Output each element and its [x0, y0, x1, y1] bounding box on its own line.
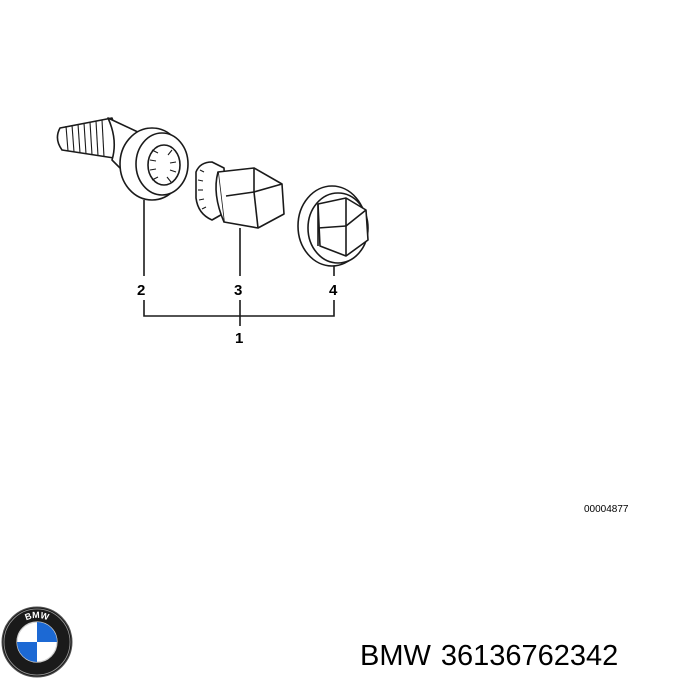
callout-4: 4 [329, 282, 338, 299]
logo-quadrant-blue-bottom [17, 642, 37, 662]
logo-lettering: BMW [23, 610, 50, 622]
part-caption: BMW 36136762342 [360, 640, 618, 673]
svg-text:BMW: BMW [23, 610, 50, 622]
bmw-logo-icon: BMW [1, 606, 73, 678]
key-adapter-illustration [195, 161, 285, 229]
brand-label: BMW [360, 640, 431, 672]
drawing-code: 00004877 [584, 504, 629, 515]
logo-quadrant-blue-top [37, 622, 57, 642]
part-number: 36136762342 [440, 640, 619, 672]
locking-bolt-illustration [56, 117, 189, 201]
callout-2: 2 [137, 282, 145, 299]
callout-1: 1 [235, 330, 243, 347]
protective-cap-illustration [297, 185, 369, 267]
leader-lines [143, 200, 335, 326]
callout-3: 3 [234, 282, 242, 299]
